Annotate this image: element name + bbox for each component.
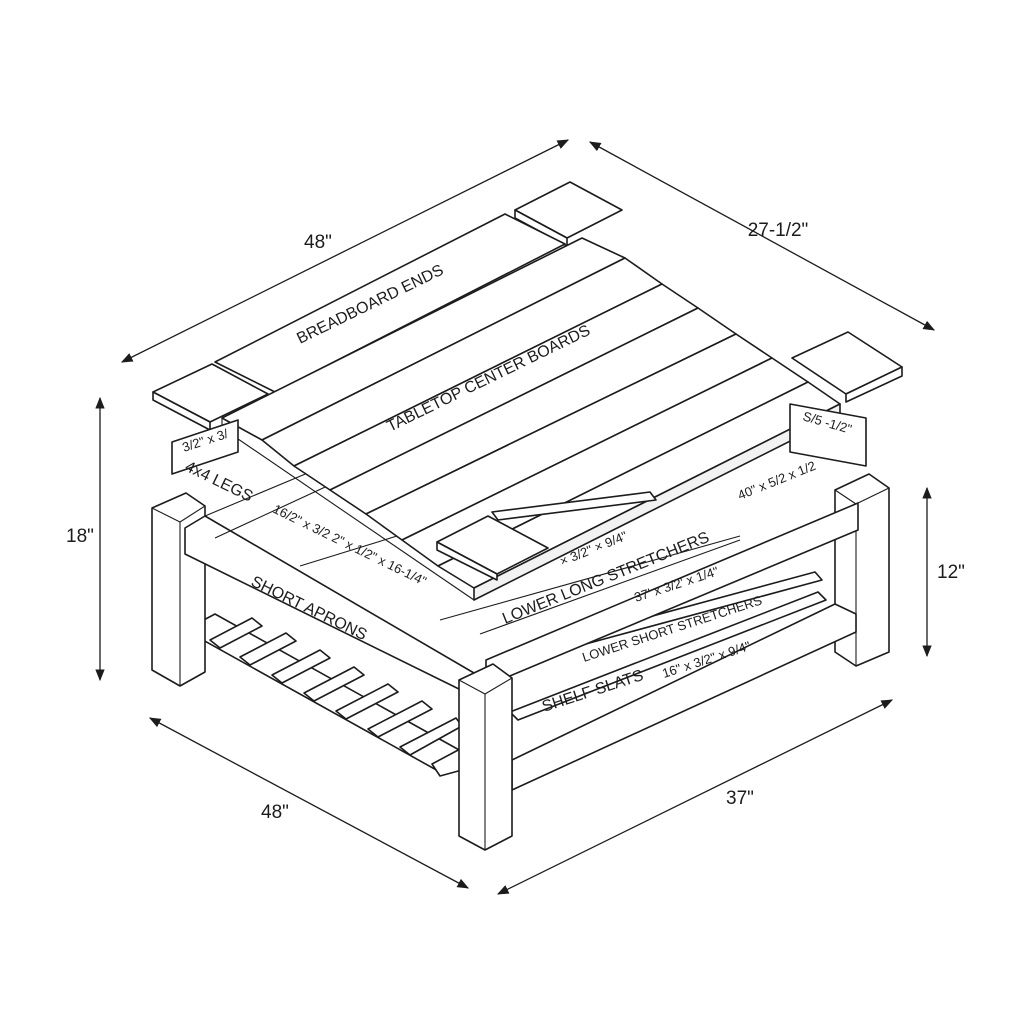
breadboard-side-tag-box [789,403,867,467]
top-width-label: 27-1/2" [748,220,809,241]
top-length-dimension [120,139,570,363]
breadboard-size-label: 40" x 5/2 x 1/2 [736,458,818,503]
upper-aprons [184,379,859,705]
top-width-dimension [588,141,936,331]
total-height-label: 18" [66,526,94,547]
leg-tag-box [171,419,239,475]
breadboard-end-board [214,213,566,393]
base-width-label: 37" [726,788,754,809]
base-length-label: 48" [261,802,289,823]
top-length-label: 48" [304,232,332,253]
dimension-lines [95,139,936,895]
base-width-dimension [496,699,894,895]
leg-front [458,663,513,851]
dimension-labels: 48" 27-1/2" 18" 12" 48" 37" [66,220,965,823]
lower-shelf [184,571,857,791]
tabletop [152,181,903,601]
base-length-dimension [148,717,470,889]
shelf-slats-group [209,617,463,777]
shelf-height-label: 12" [937,562,965,583]
lower-short-stretcher [509,591,827,721]
